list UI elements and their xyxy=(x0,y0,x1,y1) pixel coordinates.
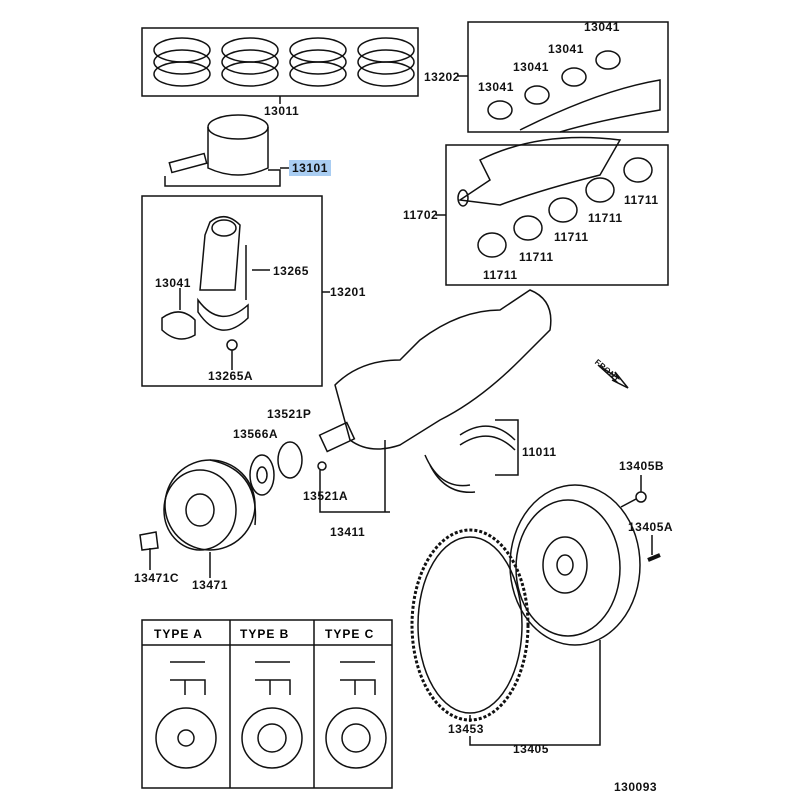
crank-bearing-box xyxy=(445,144,669,286)
crankshaft-icon xyxy=(318,289,552,453)
front-arrow-icon xyxy=(597,364,629,389)
conrod-box xyxy=(141,195,323,387)
label-13405a[interactable]: 13405A xyxy=(628,520,674,534)
label-13101-highlighted[interactable]: 13101 xyxy=(289,160,331,176)
pulley-bolt-icon xyxy=(139,531,159,570)
thrust-washer-icon xyxy=(424,425,516,493)
label-13265a[interactable]: 13265A xyxy=(208,369,254,383)
dowel-pin-icon xyxy=(647,535,661,562)
label-11711[interactable]: 11711 xyxy=(624,193,659,207)
label-13265[interactable]: 13265 xyxy=(273,264,309,278)
label-11711[interactable]: 11711 xyxy=(554,230,589,244)
label-13041[interactable]: 13041 xyxy=(155,276,191,290)
type-c-header: TYPE C xyxy=(325,627,375,641)
label-11011[interactable]: 11011 xyxy=(522,445,557,459)
flywheel-bolt-icon xyxy=(620,475,647,508)
label-13521p[interactable]: 13521P xyxy=(267,407,312,421)
label-11711[interactable]: 11711 xyxy=(588,211,623,225)
type-b-header: TYPE B xyxy=(240,627,290,641)
label-13405[interactable]: 13405 xyxy=(513,742,549,756)
label-13202[interactable]: 13202 xyxy=(424,70,460,84)
bearing-shell-icon xyxy=(487,50,661,133)
crankshaft-bearing-icon xyxy=(457,136,653,258)
label-13411[interactable]: 13411 xyxy=(330,525,366,539)
label-11711[interactable]: 11711 xyxy=(483,268,518,282)
crank-pulley-icon xyxy=(163,459,257,551)
label-13041[interactable]: 13041 xyxy=(584,20,620,34)
label-11702[interactable]: 11702 xyxy=(403,208,439,222)
connecting-rod-icon xyxy=(161,216,249,351)
label-13471c[interactable]: 13471C xyxy=(134,571,180,585)
label-13041[interactable]: 13041 xyxy=(478,80,514,94)
type-a-header: TYPE A xyxy=(154,627,203,641)
label-13566a[interactable]: 13566A xyxy=(233,427,279,441)
piston-icon xyxy=(168,114,269,176)
type-table xyxy=(141,619,393,789)
label-11711[interactable]: 11711 xyxy=(519,250,554,264)
bearing-box-top xyxy=(467,21,669,133)
label-13011[interactable]: 13011 xyxy=(264,104,300,118)
pulley-type-icon xyxy=(155,661,387,769)
piston-ring-icon xyxy=(153,37,415,87)
sprocket-icon xyxy=(249,441,327,496)
label-13453[interactable]: 13453 xyxy=(448,722,484,736)
label-13201[interactable]: 13201 xyxy=(330,285,366,299)
label-13405b[interactable]: 13405B xyxy=(619,459,665,473)
diagram-number: 130093 xyxy=(614,780,658,794)
label-13521a[interactable]: 13521A xyxy=(303,489,349,503)
label-13471[interactable]: 13471 xyxy=(192,578,228,592)
flywheel-icon xyxy=(509,484,641,646)
label-13041[interactable]: 13041 xyxy=(513,60,549,74)
label-13041[interactable]: 13041 xyxy=(548,42,584,56)
